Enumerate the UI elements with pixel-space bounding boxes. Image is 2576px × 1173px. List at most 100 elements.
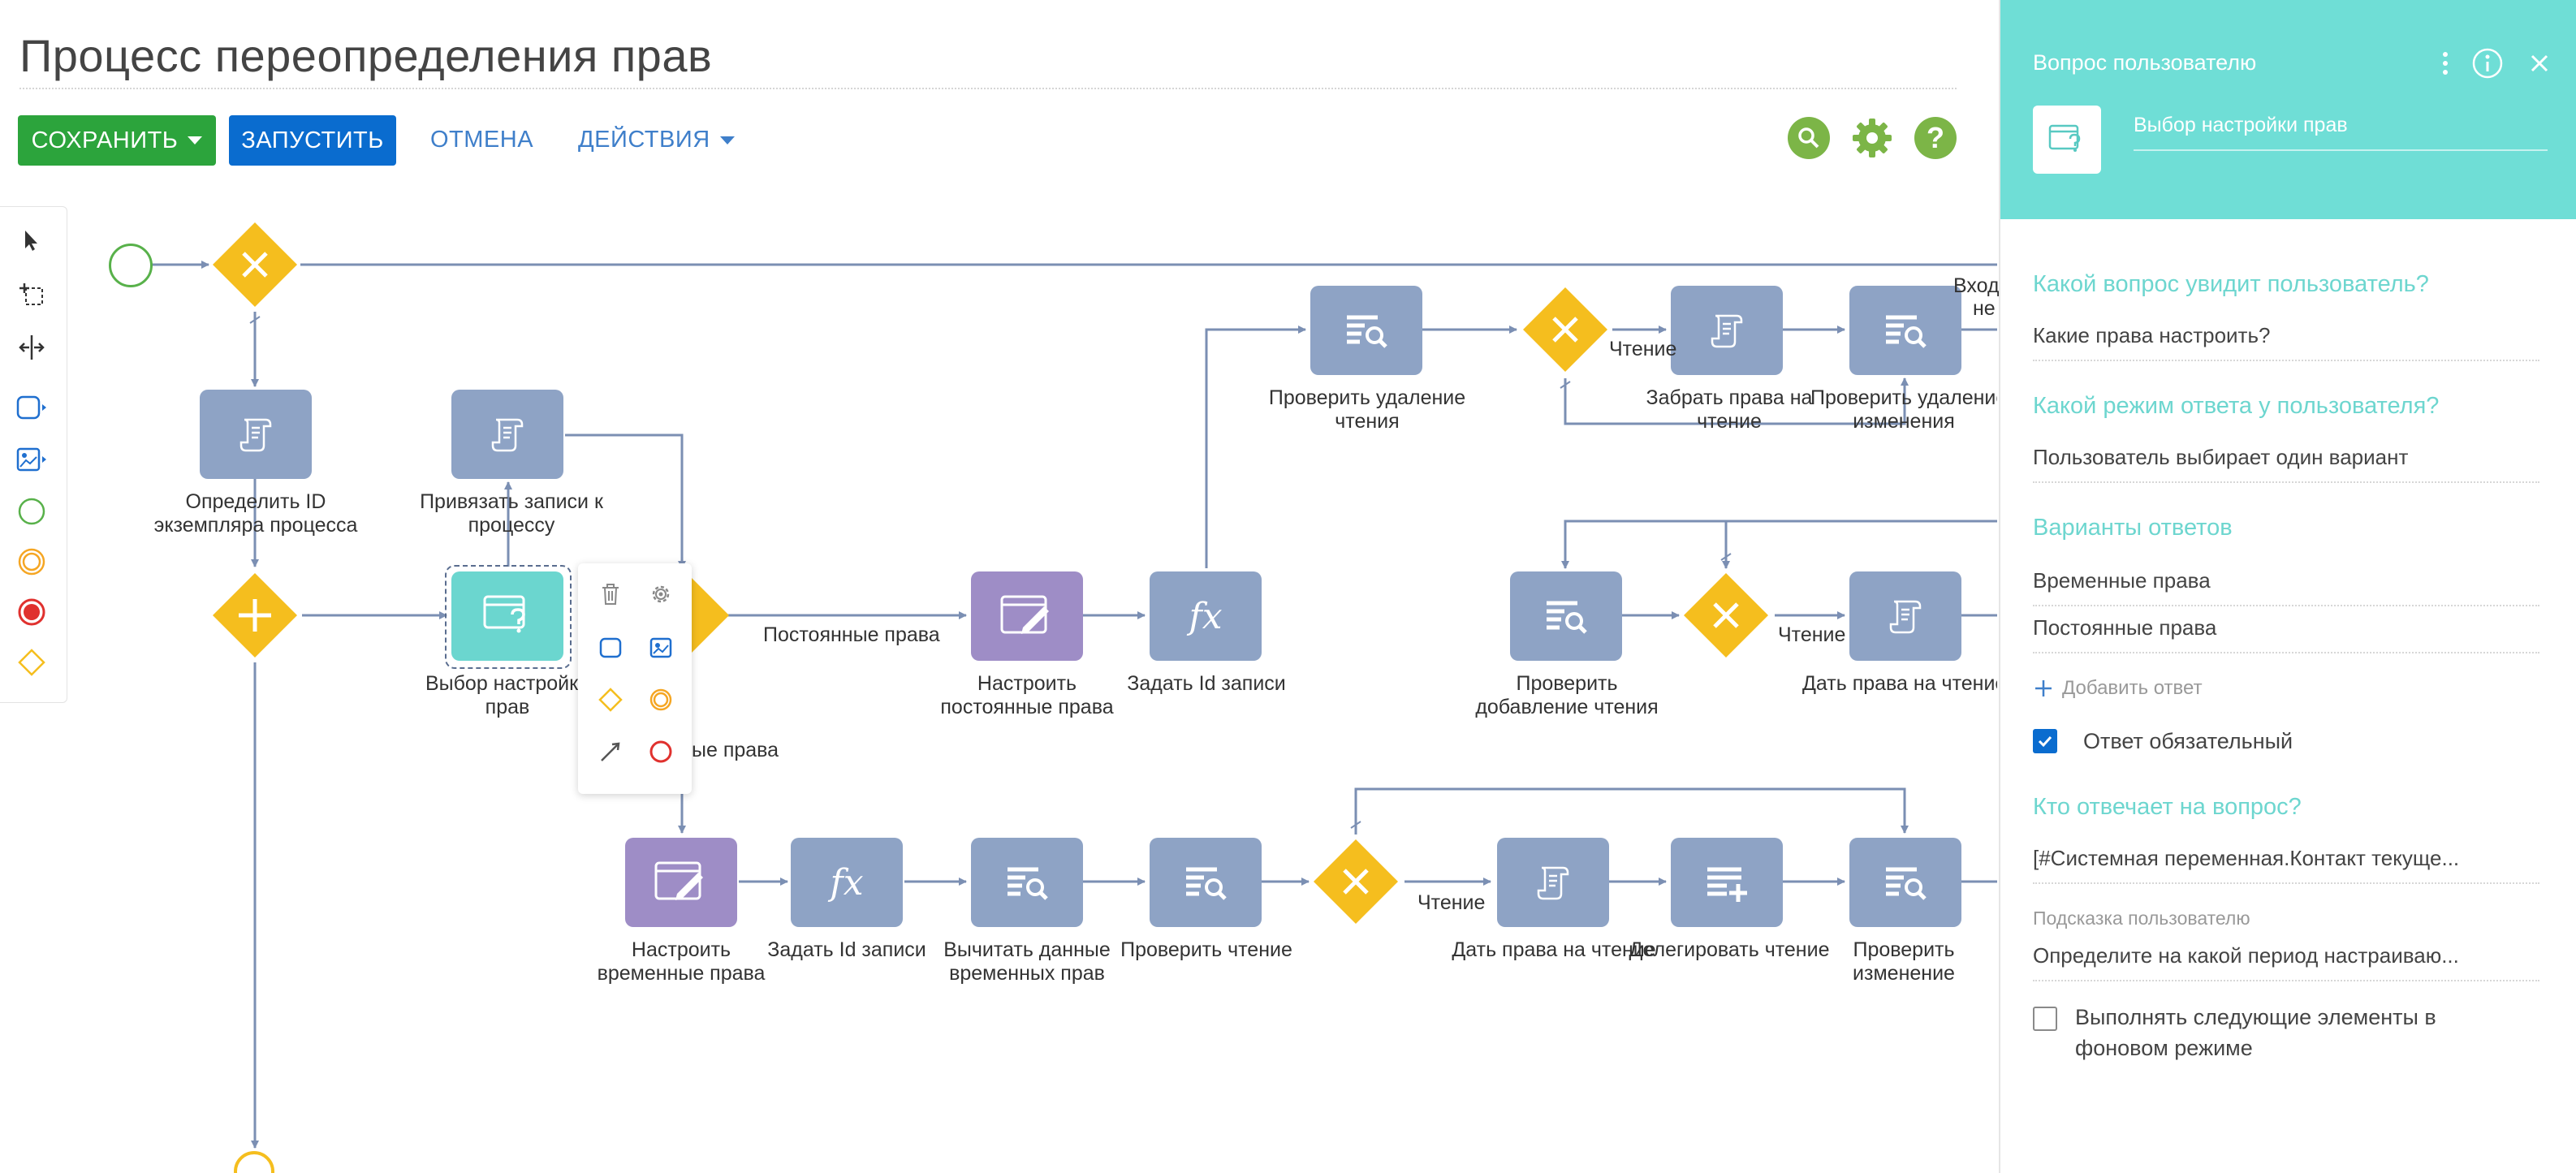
gateway-icon[interactable] [11,642,52,683]
task-node[interactable] [1150,838,1262,927]
user-task-icon[interactable] [643,630,679,666]
exclusive-gateway[interactable] [1521,286,1609,373]
search-icon [1798,127,1819,149]
plus-icon [2035,680,2052,696]
task-icon[interactable] [11,387,52,428]
script-icon [1889,600,1922,634]
read-data-icon [1547,601,1587,634]
page-title: Процесс переопределения прав [19,30,713,81]
checkmark-icon [2038,735,2052,748]
task-node[interactable] [451,390,563,479]
flow-connectors [151,261,1997,1149]
answer-option-field[interactable]: Временные права [2033,568,2539,606]
selection-frame [445,565,572,669]
actions-menu-button[interactable]: ДЕЙСТВИЯ [578,127,735,153]
task-node[interactable]: fx [1150,571,1262,661]
add-answer-button[interactable]: Добавить ответ [2033,677,2203,700]
task-icon[interactable] [593,630,628,666]
intermediate-event-icon[interactable] [643,682,679,718]
save-button-label: СОХРАНИТЬ [31,127,179,153]
exclusive-gateway[interactable] [1312,838,1400,925]
task-node[interactable] [200,390,312,479]
responder-field[interactable]: [#Системная переменная.Контакт текуще... [2033,846,2539,884]
settings-button[interactable] [1851,117,1893,159]
flow-label: не [1973,297,1996,320]
end-event-icon[interactable] [11,592,52,632]
task-node[interactable] [971,571,1083,661]
task-node[interactable] [625,838,737,927]
script-icon [1537,866,1569,900]
close-icon[interactable] [2523,47,2556,80]
formula-icon: fx [830,861,864,903]
element-palette [0,206,67,703]
intermediate-event-icon[interactable] [11,541,52,582]
user-task-icon[interactable] [11,439,52,480]
task-node[interactable] [971,838,1083,927]
chevron-down-icon [188,136,203,144]
task-node[interactable] [1510,571,1622,661]
element-type-tile [2033,106,2101,174]
task-node[interactable] [1671,838,1783,927]
read-data-icon [1186,867,1227,900]
end-event-icon[interactable] [643,734,679,770]
element-type-label: Вопрос пользователю [2033,50,2257,75]
gear-icon[interactable] [643,576,679,612]
help-button[interactable]: ? [1914,117,1957,159]
task-label: Задать Id записи [767,938,926,961]
read-data-icon [1886,315,1927,348]
task-node[interactable] [1849,286,1961,375]
panel-header: Вопрос пользователю Выбор настройки прав [2000,0,2576,219]
more-vertical-icon[interactable] [2429,47,2462,80]
flow-label: Чтение [1778,623,1846,646]
task-node[interactable] [1497,838,1609,927]
task-label: Проверить чтение [1120,938,1292,961]
properties-panel: Вопрос пользователю Выбор настройки прав… [1999,0,2576,1173]
cancel-button[interactable]: ОТМЕНА [430,127,534,153]
task-node[interactable] [1671,286,1783,375]
task-node[interactable] [1849,571,1961,661]
exclusive-gateway[interactable] [211,221,299,308]
parallel-gateway[interactable] [211,571,299,659]
flow-label: Постоянные права [763,623,940,646]
task-node[interactable] [1310,286,1422,375]
flow-label: Вход [1953,274,2000,297]
save-button[interactable]: СОХРАНИТЬ [18,115,216,166]
read-data-icon [1347,315,1387,348]
user-hint-field[interactable]: Определите на какой период настраиваю... [2033,943,2539,981]
search-button[interactable] [1788,117,1830,159]
background-mode-label: Выполнять следующие элементы в фоновом р… [2075,1002,2436,1063]
task-node[interactable] [1849,838,1961,927]
start-event-icon[interactable] [11,491,52,532]
gateway-icon[interactable] [593,682,628,718]
info-icon[interactable] [2471,47,2504,80]
edit-page-icon [654,861,703,900]
task-node[interactable]: fx [791,838,903,927]
task-label: Делегировать чтение [1629,938,1830,961]
add-answer-label: Добавить ответ [2062,677,2203,699]
trash-icon[interactable] [593,576,628,612]
answer-mode-select[interactable]: Пользователь выбирает один вариант [2033,445,2539,483]
start-event[interactable] [109,244,153,287]
answer-option-field[interactable]: Постоянные права [2033,615,2539,653]
required-answer-checkbox[interactable] [2033,729,2057,753]
background-mode-checkbox[interactable] [2033,1007,2057,1031]
script-icon [491,418,524,452]
pointer-icon[interactable] [11,220,52,261]
element-name-field[interactable]: Выбор настройки прав [2134,114,2348,136]
connector-icon[interactable] [593,734,628,770]
run-button[interactable]: ЗАПУСТИТЬ [229,115,396,166]
question-text-field[interactable]: Какие права настроить? [2033,323,2539,361]
run-button-label: ЗАПУСТИТЬ [241,127,384,153]
space-tool-icon[interactable] [11,327,52,368]
lasso-icon[interactable] [11,274,52,314]
user-question-node[interactable] [451,571,563,661]
exclusive-gateway[interactable] [1682,571,1770,659]
